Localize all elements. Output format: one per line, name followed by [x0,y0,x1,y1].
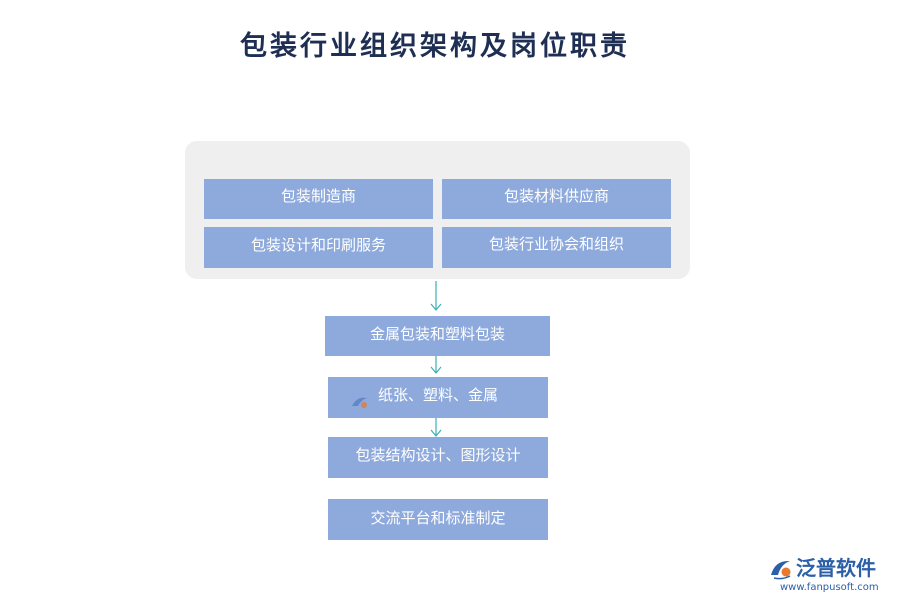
arrow-connector-3 [430,418,442,437]
node-packaging-manufacturer: 包装制造商 [204,179,433,219]
brand-block: 泛普软件 www.fanpusoft.com [768,555,893,597]
node-material-supplier: 包装材料供应商 [442,179,671,219]
page-title: 包装行业组织架构及岗位职责 [240,31,630,62]
node-paper-plastic-metal: 纸张、塑料、金属 [328,377,548,418]
brand-name: 泛普软件 [796,556,876,580]
fanpu-logo-icon [771,560,791,580]
watermark-logo-icon [352,397,367,408]
node-metal-plastic-packaging: 金属包装和塑料包装 [325,316,550,356]
brand-url: www.fanpusoft.com [780,582,879,593]
arrow-connector-2 [430,356,442,374]
node-structure-graphic-design: 包装结构设计、图形设计 [328,437,548,478]
node-design-printing-service: 包装设计和印刷服务 [204,227,433,268]
arrow-connector-1 [430,281,442,311]
node-industry-association: 包装行业协会和组织 [442,227,671,268]
node-exchange-standards: 交流平台和标准制定 [328,499,548,540]
